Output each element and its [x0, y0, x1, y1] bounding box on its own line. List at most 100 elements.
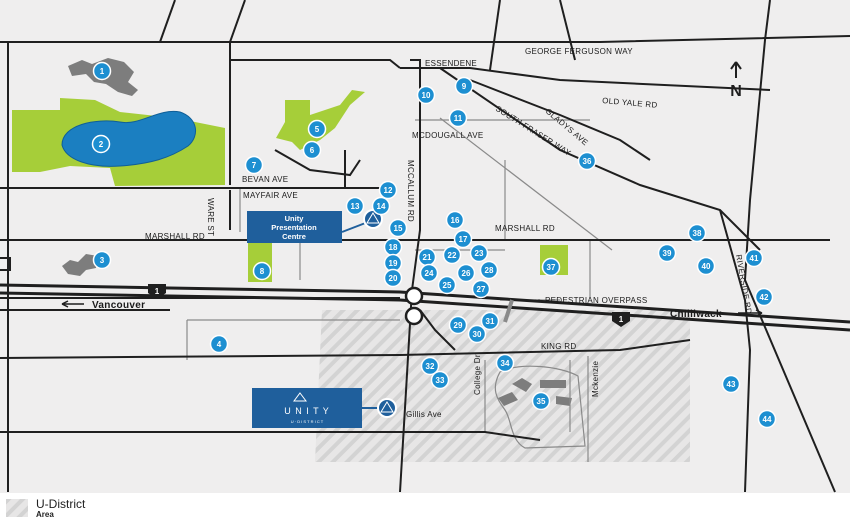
highway-1 — [0, 283, 850, 332]
map-marker-label: 3 — [100, 256, 105, 265]
pedestrian-overpass — [503, 299, 514, 323]
map-marker-label: 30 — [473, 330, 482, 339]
map-marker-39[interactable]: 39 — [657, 243, 677, 263]
map-marker-label: 4 — [217, 340, 222, 349]
map-marker-label: 16 — [451, 216, 460, 225]
map-marker-26[interactable]: 26 — [456, 263, 476, 283]
street-label-bevan: BEVAN AVE — [242, 175, 288, 184]
map-marker-label: 5 — [315, 125, 320, 134]
map-marker-44[interactable]: 44 — [757, 409, 777, 429]
svg-text:Unity: Unity — [285, 214, 305, 223]
map-marker-6[interactable]: 6 — [302, 140, 322, 160]
building-35b — [540, 380, 566, 388]
unity-district-pin-icon[interactable] — [377, 398, 397, 418]
building-3 — [62, 254, 98, 276]
building-35c — [498, 392, 518, 406]
map-marker-3[interactable]: 3 — [92, 250, 112, 270]
map-marker-28[interactable]: 28 — [479, 260, 499, 280]
map-marker-label: 39 — [663, 249, 672, 258]
map-marker-label: 44 — [763, 415, 772, 424]
map-marker-22[interactable]: 22 — [442, 245, 462, 265]
map-marker-label: 1 — [100, 67, 105, 76]
svg-text:Presentation: Presentation — [271, 223, 317, 232]
street-label-mccallum: MCCALLUM RD — [406, 160, 415, 222]
chilliwack-label: Chilliwack — [670, 309, 722, 320]
street-label-marshall-east: MARSHALL RD — [495, 224, 555, 233]
map-marker-12[interactable]: 12 — [378, 180, 398, 200]
map-marker-label: 25 — [443, 281, 452, 290]
map-marker-13[interactable]: 13 — [345, 196, 365, 216]
map-marker-18[interactable]: 18 — [383, 237, 403, 257]
north-arrow-icon: N — [730, 61, 742, 100]
u-district-area — [315, 310, 690, 462]
legend-hatch-swatch — [6, 499, 28, 517]
map-marker-32[interactable]: 32 — [420, 356, 440, 376]
map-marker-38[interactable]: 38 — [687, 223, 707, 243]
map-marker-34[interactable]: 34 — [495, 353, 515, 373]
map-marker-10[interactable]: 10 — [416, 85, 436, 105]
map-marker-14[interactable]: 14 — [371, 196, 391, 216]
svg-text:1: 1 — [619, 315, 624, 324]
map-marker-31[interactable]: 31 — [480, 311, 500, 331]
map-marker-1[interactable]: 1 — [92, 61, 112, 81]
map-marker-40[interactable]: 40 — [696, 256, 716, 276]
map-marker-4[interactable]: 4 — [209, 334, 229, 354]
map-marker-24[interactable]: 24 — [419, 263, 439, 283]
map-marker-label: 31 — [486, 317, 495, 326]
highway-shield-east: 1 — [612, 312, 630, 327]
map-marker-25[interactable]: 25 — [437, 275, 457, 295]
svg-text:1: 1 — [155, 287, 160, 296]
map-marker-label: 41 — [750, 254, 759, 263]
map-marker-2[interactable]: 2 — [91, 134, 111, 154]
map-marker-label: 27 — [477, 285, 486, 294]
map-marker-label: 19 — [389, 259, 398, 268]
map-marker-label: 15 — [394, 224, 403, 233]
map-marker-label: 20 — [389, 274, 398, 283]
map-marker-20[interactable]: 20 — [383, 268, 403, 288]
street-label-mckenzie: Mckenzie — [591, 361, 600, 397]
map-marker-17[interactable]: 17 — [453, 229, 473, 249]
map-marker-21[interactable]: 21 — [417, 247, 437, 267]
map-marker-label: 7 — [252, 161, 257, 170]
map-marker-23[interactable]: 23 — [469, 243, 489, 263]
map-marker-label: 13 — [351, 202, 360, 211]
map-marker-27[interactable]: 27 — [471, 279, 491, 299]
map-marker-label: 40 — [702, 262, 711, 271]
map-marker-41[interactable]: 41 — [744, 248, 764, 268]
interchange-south — [404, 306, 424, 326]
svg-text:Centre: Centre — [282, 232, 306, 241]
map-marker-label: 35 — [537, 397, 546, 406]
street-label-mayfair: MAYFAIR AVE — [243, 191, 298, 200]
svg-text:U · D I S T R I C T: U · D I S T R I C T — [291, 419, 324, 424]
map-marker-label: 42 — [760, 293, 769, 302]
map-marker-label: 32 — [426, 362, 435, 371]
map-marker-29[interactable]: 29 — [448, 315, 468, 335]
building-35d — [556, 396, 572, 406]
map-marker-label: 29 — [454, 321, 463, 330]
map-marker-33[interactable]: 33 — [430, 370, 450, 390]
map-marker-37[interactable]: 37 — [541, 257, 561, 277]
map-marker-11[interactable]: 11 — [448, 108, 468, 128]
street-label-ware: WARE ST — [206, 198, 215, 236]
map-marker-label: 34 — [501, 359, 510, 368]
map-marker-36[interactable]: 36 — [577, 151, 597, 171]
svg-text:N: N — [730, 83, 742, 100]
map-marker-15[interactable]: 15 — [388, 218, 408, 238]
map-marker-35[interactable]: 35 — [531, 391, 551, 411]
street-label-king: KING RD — [541, 342, 576, 351]
chilliwack-arrow — [738, 309, 763, 317]
map-marker-7[interactable]: 7 — [244, 155, 264, 175]
map-marker-42[interactable]: 42 — [754, 287, 774, 307]
map-marker-16[interactable]: 16 — [445, 210, 465, 230]
unity-logo-callout[interactable]: U N I T Y U · D I S T R I C T — [252, 388, 380, 428]
lake — [61, 110, 196, 167]
street-label-george-ferguson: GEORGE FERGUSON WAY — [525, 47, 633, 56]
map-marker-43[interactable]: 43 — [721, 374, 741, 394]
map-marker-label: 33 — [436, 376, 445, 385]
map-marker-8[interactable]: 8 — [252, 261, 272, 281]
map-marker-9[interactable]: 9 — [454, 76, 474, 96]
map-marker-5[interactable]: 5 — [307, 119, 327, 139]
presentation-centre-callout[interactable]: Unity Presentation Centre — [247, 211, 369, 243]
map-marker-30[interactable]: 30 — [467, 324, 487, 344]
